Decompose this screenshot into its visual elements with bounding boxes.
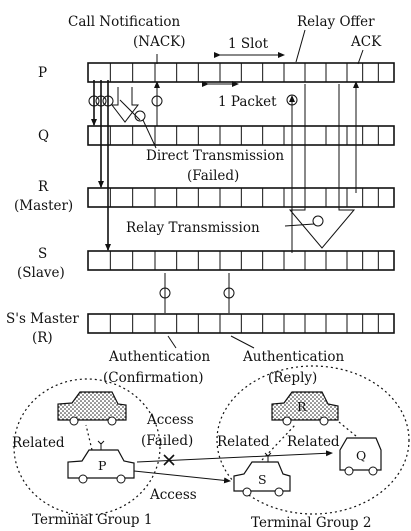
- direct-transmission-leader: [142, 119, 157, 149]
- direct-transmission-arrow: [110, 87, 140, 123]
- related-left-label: Related: [12, 435, 65, 451]
- access-link: [133, 470, 231, 484]
- authentication-left-label: Authentication: [108, 349, 210, 365]
- car-s: S: [233, 452, 291, 497]
- packet-marker: [88, 95, 100, 107]
- direct-transmission-label: Direct Transmission: [146, 148, 284, 164]
- packet-marker: [134, 110, 146, 122]
- car-related-left: [57, 391, 127, 426]
- row-sublabel-s-master: (R): [32, 330, 53, 346]
- relay-transmission-label: Relay Transmission: [126, 220, 260, 236]
- access-failed-label: Access: [146, 412, 194, 428]
- access-label: Access: [149, 487, 197, 503]
- one-slot-label: 1 Slot: [228, 36, 269, 52]
- car-q: Q: [339, 437, 382, 476]
- row-label-q: Q: [38, 128, 49, 144]
- access-failed-sublabel: (Failed): [141, 433, 193, 449]
- related-link-left: [85, 424, 93, 451]
- ack-label: ACK: [350, 34, 382, 50]
- row-sublabel-r: (Master): [14, 198, 73, 214]
- packet-marker: [151, 95, 163, 107]
- ack-leader: [357, 49, 364, 65]
- row-label-s-master: S's Master: [6, 311, 79, 327]
- relay-offer-leader: [295, 29, 306, 63]
- car-r-label: R: [297, 399, 307, 414]
- row-label-r: R: [38, 179, 49, 195]
- auth-reply-leader: [230, 335, 255, 349]
- packet-marker: [223, 287, 235, 299]
- auth-confirm-leader: [167, 335, 177, 349]
- car-p: P: [67, 440, 135, 484]
- packet-marker: [286, 94, 298, 106]
- direct-transmission-fail-mark: [119, 99, 141, 121]
- packet-marker: [312, 215, 324, 227]
- terminal-group-1-boundary: [13, 378, 161, 516]
- packet-marker: [95, 95, 107, 107]
- relay-transmission-arrow: [288, 84, 356, 249]
- row-label-s: S: [38, 246, 47, 262]
- authentication-right-label: Authentication: [242, 349, 344, 365]
- related-mid-label: Related: [217, 434, 270, 450]
- access-failed-x-icon: [163, 454, 175, 466]
- failed-label: (Failed): [187, 168, 239, 184]
- terminal-group-2-boundary: [216, 365, 410, 515]
- car-s-label: S: [258, 472, 267, 487]
- packet-marker: [102, 95, 114, 107]
- car-q-label: Q: [356, 448, 366, 463]
- car-p-label: P: [98, 458, 106, 473]
- terminal-group-1-label: Terminal Group 1: [32, 512, 152, 528]
- terminal-group-2-label: Terminal Group 2: [251, 515, 371, 531]
- relay-transmission-leader: [284, 223, 315, 227]
- reply-label: (Reply): [268, 370, 317, 386]
- timeline-bars: [87, 62, 395, 334]
- call-notification-label: Call Notification: [68, 14, 180, 30]
- confirmation-label: (Confirmation): [103, 370, 204, 386]
- one-packet-label: 1 Packet: [218, 94, 277, 110]
- relay-offer-label: Relay Offer: [297, 14, 375, 30]
- row-sublabel-s: (Slave): [17, 265, 65, 281]
- related-right-label: Related: [287, 434, 340, 450]
- packet-marker: [159, 287, 171, 299]
- related-link-mid: [261, 423, 297, 461]
- row-label-p: P: [38, 65, 47, 81]
- nack-label: (NACK): [133, 34, 186, 50]
- car-r: R: [271, 391, 339, 426]
